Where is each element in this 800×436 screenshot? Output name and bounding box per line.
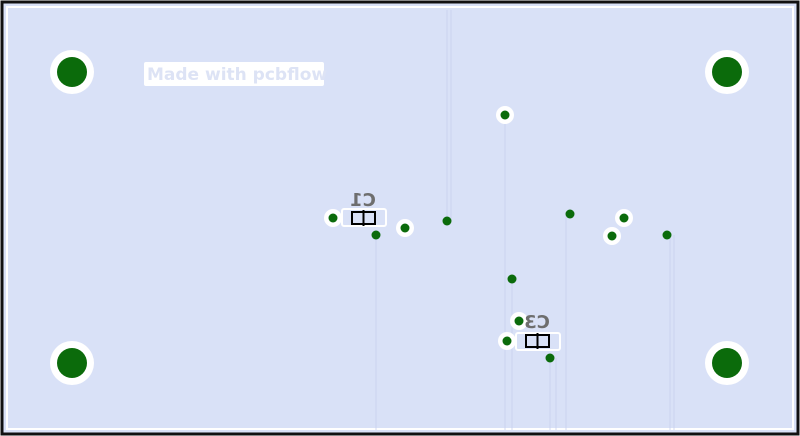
via-small: [545, 353, 555, 363]
via: [396, 219, 414, 237]
watermark-background: [144, 62, 324, 86]
component-c1[interactable]: C1: [341, 190, 387, 227]
via-small: [371, 230, 381, 240]
via-small: [662, 230, 672, 240]
board-inner-frame: [6, 6, 794, 430]
watermark-text: Made with pcbflow: [147, 65, 327, 85]
mounting-hole: [705, 341, 749, 385]
mounting-hole: [705, 50, 749, 94]
c3-silk-label: C3: [524, 312, 550, 333]
via-small: [565, 209, 575, 219]
mounting-hole: [50, 341, 94, 385]
via-small: [507, 274, 517, 284]
traces: [375, 10, 675, 430]
via: [324, 209, 342, 227]
via: [510, 312, 528, 330]
via-small: [442, 216, 452, 226]
component-c3[interactable]: C3: [515, 312, 561, 351]
via: [496, 106, 514, 124]
via: [498, 332, 516, 350]
c1-silk-label: C1: [350, 190, 376, 211]
via: [603, 227, 621, 245]
via: [615, 209, 633, 227]
mounting-hole: [50, 50, 94, 94]
